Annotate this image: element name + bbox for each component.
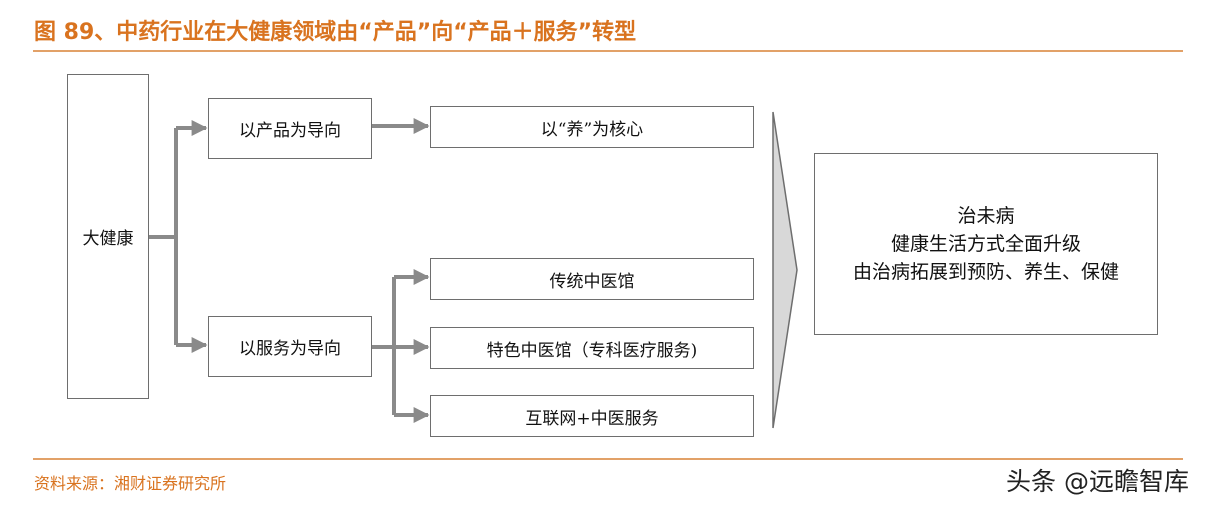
- source-note: 资料来源：湘财证券研究所: [34, 474, 227, 493]
- product-branch-label: 以产品为导向: [239, 121, 341, 141]
- service-child-node-2: 特色中医馆（专科医疗服务): [430, 327, 754, 369]
- title-divider: [33, 50, 1183, 52]
- root-node: 大健康: [67, 74, 149, 399]
- service-child-label-3: 互联网+中医服务: [525, 408, 659, 429]
- source-divider: [33, 458, 1183, 460]
- service-child-label-2: 特色中医馆（专科医疗服务): [486, 340, 698, 361]
- service-branch-label: 以服务为导向: [239, 339, 341, 359]
- service-branch-node: 以服务为导向: [208, 316, 372, 377]
- service-child-node-1: 传统中医馆: [430, 258, 754, 300]
- product-child-label: 以“养”为核心: [540, 119, 644, 140]
- figure-title: 图 89、中药行业在大健康领域由“产品”向“产品＋服务”转型: [34, 20, 637, 45]
- outcome-line-3: 由治病拓展到预防、养生、保健: [852, 261, 1119, 283]
- root-node-label: 大健康: [82, 229, 134, 249]
- outcome-line-2: 健康生活方式全面升级: [890, 233, 1081, 255]
- outcome-node: 治未病 健康生活方式全面升级 由治病拓展到预防、养生、保健: [814, 153, 1158, 335]
- watermark: 头条 @远瞻智库: [1006, 467, 1189, 496]
- service-child-node-3: 互联网+中医服务: [430, 395, 754, 437]
- product-child-node: 以“养”为核心: [430, 106, 754, 148]
- service-child-label-1: 传统中医馆: [549, 271, 635, 292]
- product-branch-node: 以产品为导向: [208, 98, 372, 159]
- outcome-line-1: 治未病: [957, 205, 1015, 227]
- transition-chevron: [772, 111, 798, 429]
